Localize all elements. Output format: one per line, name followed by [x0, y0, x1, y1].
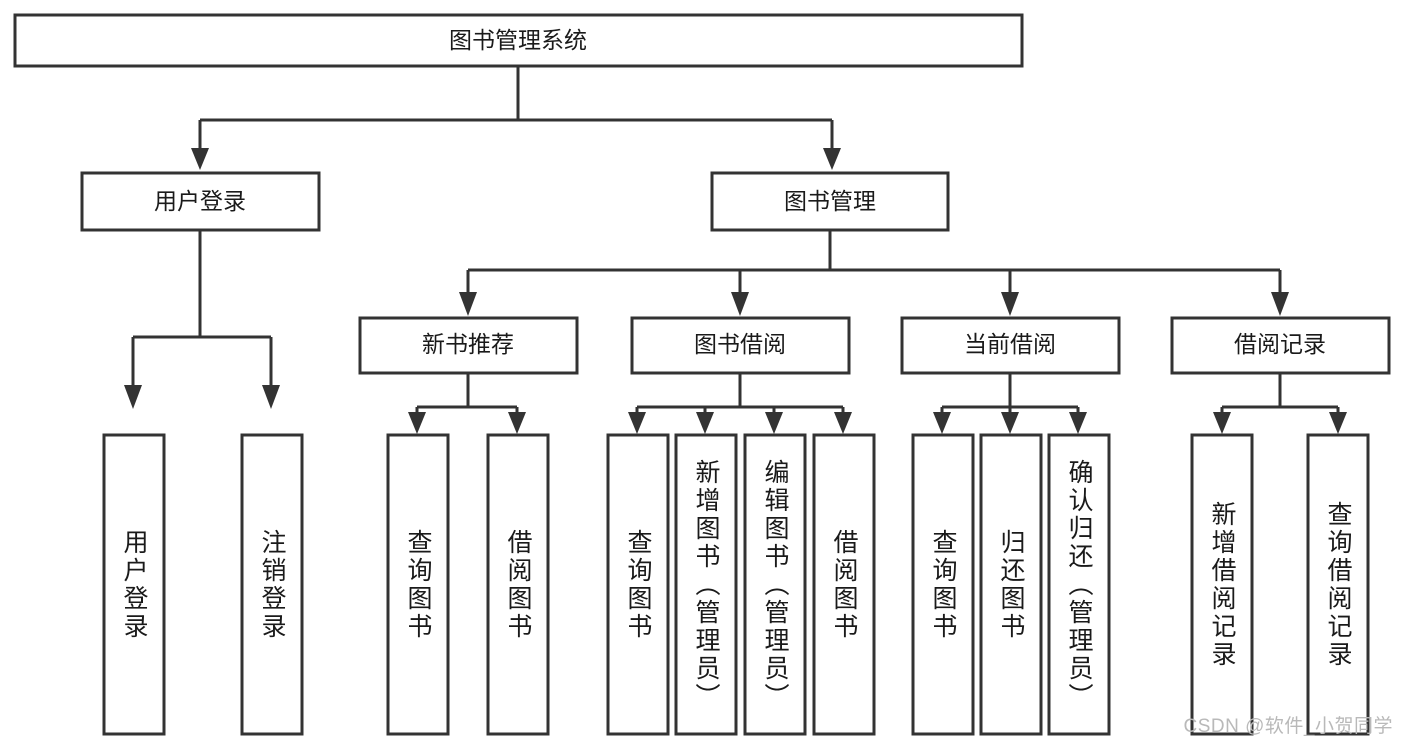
- arrow-nbr-leaf-1: [408, 412, 426, 434]
- leaf-book-borrow-4-label: 借阅图书: [830, 529, 859, 641]
- arrow-nbr-leaf-2: [508, 412, 526, 434]
- node-book-borrow-box[interactable]: [630, 316, 851, 375]
- arrow-to-borrow-record: [1271, 292, 1289, 316]
- arrow-br-leaf-2: [1329, 412, 1347, 434]
- leaf-borrow-record-2[interactable]: 查询借阅记录: [1306, 433, 1370, 736]
- arrow-bb-leaf-4: [834, 412, 852, 434]
- leaf-borrow-record-2-label: 查询借阅记录: [1324, 501, 1353, 669]
- arrow-to-new-book-rec: [459, 292, 477, 316]
- node-book-manage-label: 图书管理: [784, 188, 876, 214]
- arrow-cb-leaf-3: [1069, 412, 1087, 434]
- leaf-current-borrow-2-label: 归还图书: [997, 529, 1026, 641]
- leaf-new-book-rec-1[interactable]: 查询图书: [386, 433, 450, 736]
- connector-book-borrow-trunk: [635, 373, 845, 414]
- node-user-login-box[interactable]: [80, 171, 321, 232]
- leaf-user-login-2-label: 注销登录: [258, 529, 287, 641]
- node-root-label: 图书管理系统: [449, 27, 587, 53]
- leaf-book-borrow-1-box[interactable]: [606, 433, 670, 736]
- node-book-borrow-label: 图书借阅: [694, 331, 786, 357]
- leaf-current-borrow-1-box[interactable]: [911, 433, 975, 736]
- leaf-new-book-rec-2-label: 借阅图书: [504, 529, 533, 641]
- node-new-book-rec[interactable]: 新书推荐: [358, 316, 579, 375]
- leaf-book-borrow-3-box[interactable]: [743, 433, 807, 736]
- leaf-borrow-record-1[interactable]: 新增借阅记录: [1190, 433, 1254, 736]
- node-new-book-rec-box[interactable]: [358, 316, 579, 375]
- connector-current-borrow-trunk: [940, 373, 1080, 414]
- leaf-borrow-record-1-box[interactable]: [1190, 433, 1254, 736]
- node-book-manage-box[interactable]: [710, 171, 950, 232]
- leaf-current-borrow-1-label: 查询图书: [929, 529, 958, 641]
- node-borrow-record-label: 借阅记录: [1234, 331, 1326, 357]
- leaf-user-login-1-box[interactable]: [102, 433, 166, 736]
- leaf-user-login-2-box[interactable]: [240, 433, 304, 736]
- leaf-user-login-2[interactable]: 注销登录: [240, 433, 304, 736]
- leaf-book-borrow-1-label: 查询图书: [624, 529, 653, 641]
- node-root-box[interactable]: [13, 13, 1024, 68]
- leaf-current-borrow-2[interactable]: 归还图书: [979, 433, 1043, 736]
- arrow-to-current-borrow: [1001, 292, 1019, 316]
- leaf-user-login-1-label: 用户登录: [120, 529, 149, 641]
- leaf-new-book-rec-1-label: 查询图书: [404, 529, 433, 641]
- leaf-borrow-record-1-label: 新增借阅记录: [1208, 501, 1237, 669]
- leaf-book-borrow-3-label: 编辑图书（管理员）: [761, 459, 790, 711]
- leaf-book-borrow-4-box[interactable]: [812, 433, 876, 736]
- arrow-cb-leaf-2: [1001, 412, 1019, 434]
- arrow-cb-leaf-1: [933, 412, 951, 434]
- leaf-book-borrow-2-label: 新增图书（管理员）: [692, 459, 721, 711]
- arrow-bb-leaf-3: [765, 412, 783, 434]
- node-user-login[interactable]: 用户登录: [80, 171, 321, 232]
- leaf-current-borrow-3-label: 确认归还（管理员）: [1065, 459, 1094, 711]
- node-user-login-label: 用户登录: [154, 188, 246, 214]
- node-root[interactable]: 图书管理系统: [13, 13, 1024, 68]
- node-book-manage[interactable]: 图书管理: [710, 171, 950, 232]
- arrow-to-user-login: [191, 148, 209, 170]
- arrow-to-book-manage: [823, 148, 841, 170]
- leaf-new-book-rec-2[interactable]: 借阅图书: [486, 433, 550, 736]
- node-borrow-record-box[interactable]: [1170, 316, 1391, 375]
- arrow-bb-leaf-1: [628, 412, 646, 434]
- node-borrow-record[interactable]: 借阅记录: [1170, 316, 1391, 375]
- node-current-borrow-box[interactable]: [900, 316, 1121, 375]
- arrow-to-user-login-leaf: [124, 385, 142, 409]
- leaf-user-login-1[interactable]: 用户登录: [102, 433, 166, 736]
- leaf-book-borrow-2-box[interactable]: [674, 433, 738, 736]
- leaf-borrow-record-2-box[interactable]: [1306, 433, 1370, 736]
- leaf-book-borrow-1[interactable]: 查询图书: [606, 433, 670, 736]
- connector-layer: [124, 66, 1347, 434]
- arrow-bb-leaf-2: [696, 412, 714, 434]
- connector-borrow-record-trunk: [1220, 373, 1340, 414]
- connector-book-manage-trunk: [466, 230, 1282, 292]
- leaf-current-borrow-1[interactable]: 查询图书: [911, 433, 975, 736]
- connector-root-trunk: [198, 66, 834, 148]
- leaf-book-borrow-4[interactable]: 借阅图书: [812, 433, 876, 736]
- arrow-to-book-borrow: [731, 292, 749, 316]
- connector-user-login-trunk: [131, 230, 273, 385]
- leaf-book-borrow-2[interactable]: 新增图书（管理员）: [674, 433, 738, 736]
- leaf-current-borrow-2-box[interactable]: [979, 433, 1043, 736]
- node-current-borrow[interactable]: 当前借阅: [900, 316, 1121, 375]
- leaf-book-borrow-3[interactable]: 编辑图书（管理员）: [743, 433, 807, 736]
- node-current-borrow-label: 当前借阅: [964, 331, 1056, 357]
- connector-new-book-rec-trunk: [415, 373, 519, 414]
- arrow-br-leaf-1: [1213, 412, 1231, 434]
- leaf-new-book-rec-2-box[interactable]: [486, 433, 550, 736]
- leaf-current-borrow-3[interactable]: 确认归还（管理员）: [1047, 433, 1111, 736]
- arrow-to-logout-leaf: [262, 385, 280, 409]
- leaf-current-borrow-3-box[interactable]: [1047, 433, 1111, 736]
- node-book-borrow[interactable]: 图书借阅: [630, 316, 851, 375]
- node-new-book-rec-label: 新书推荐: [422, 331, 514, 357]
- leaf-new-book-rec-1-box[interactable]: [386, 433, 450, 736]
